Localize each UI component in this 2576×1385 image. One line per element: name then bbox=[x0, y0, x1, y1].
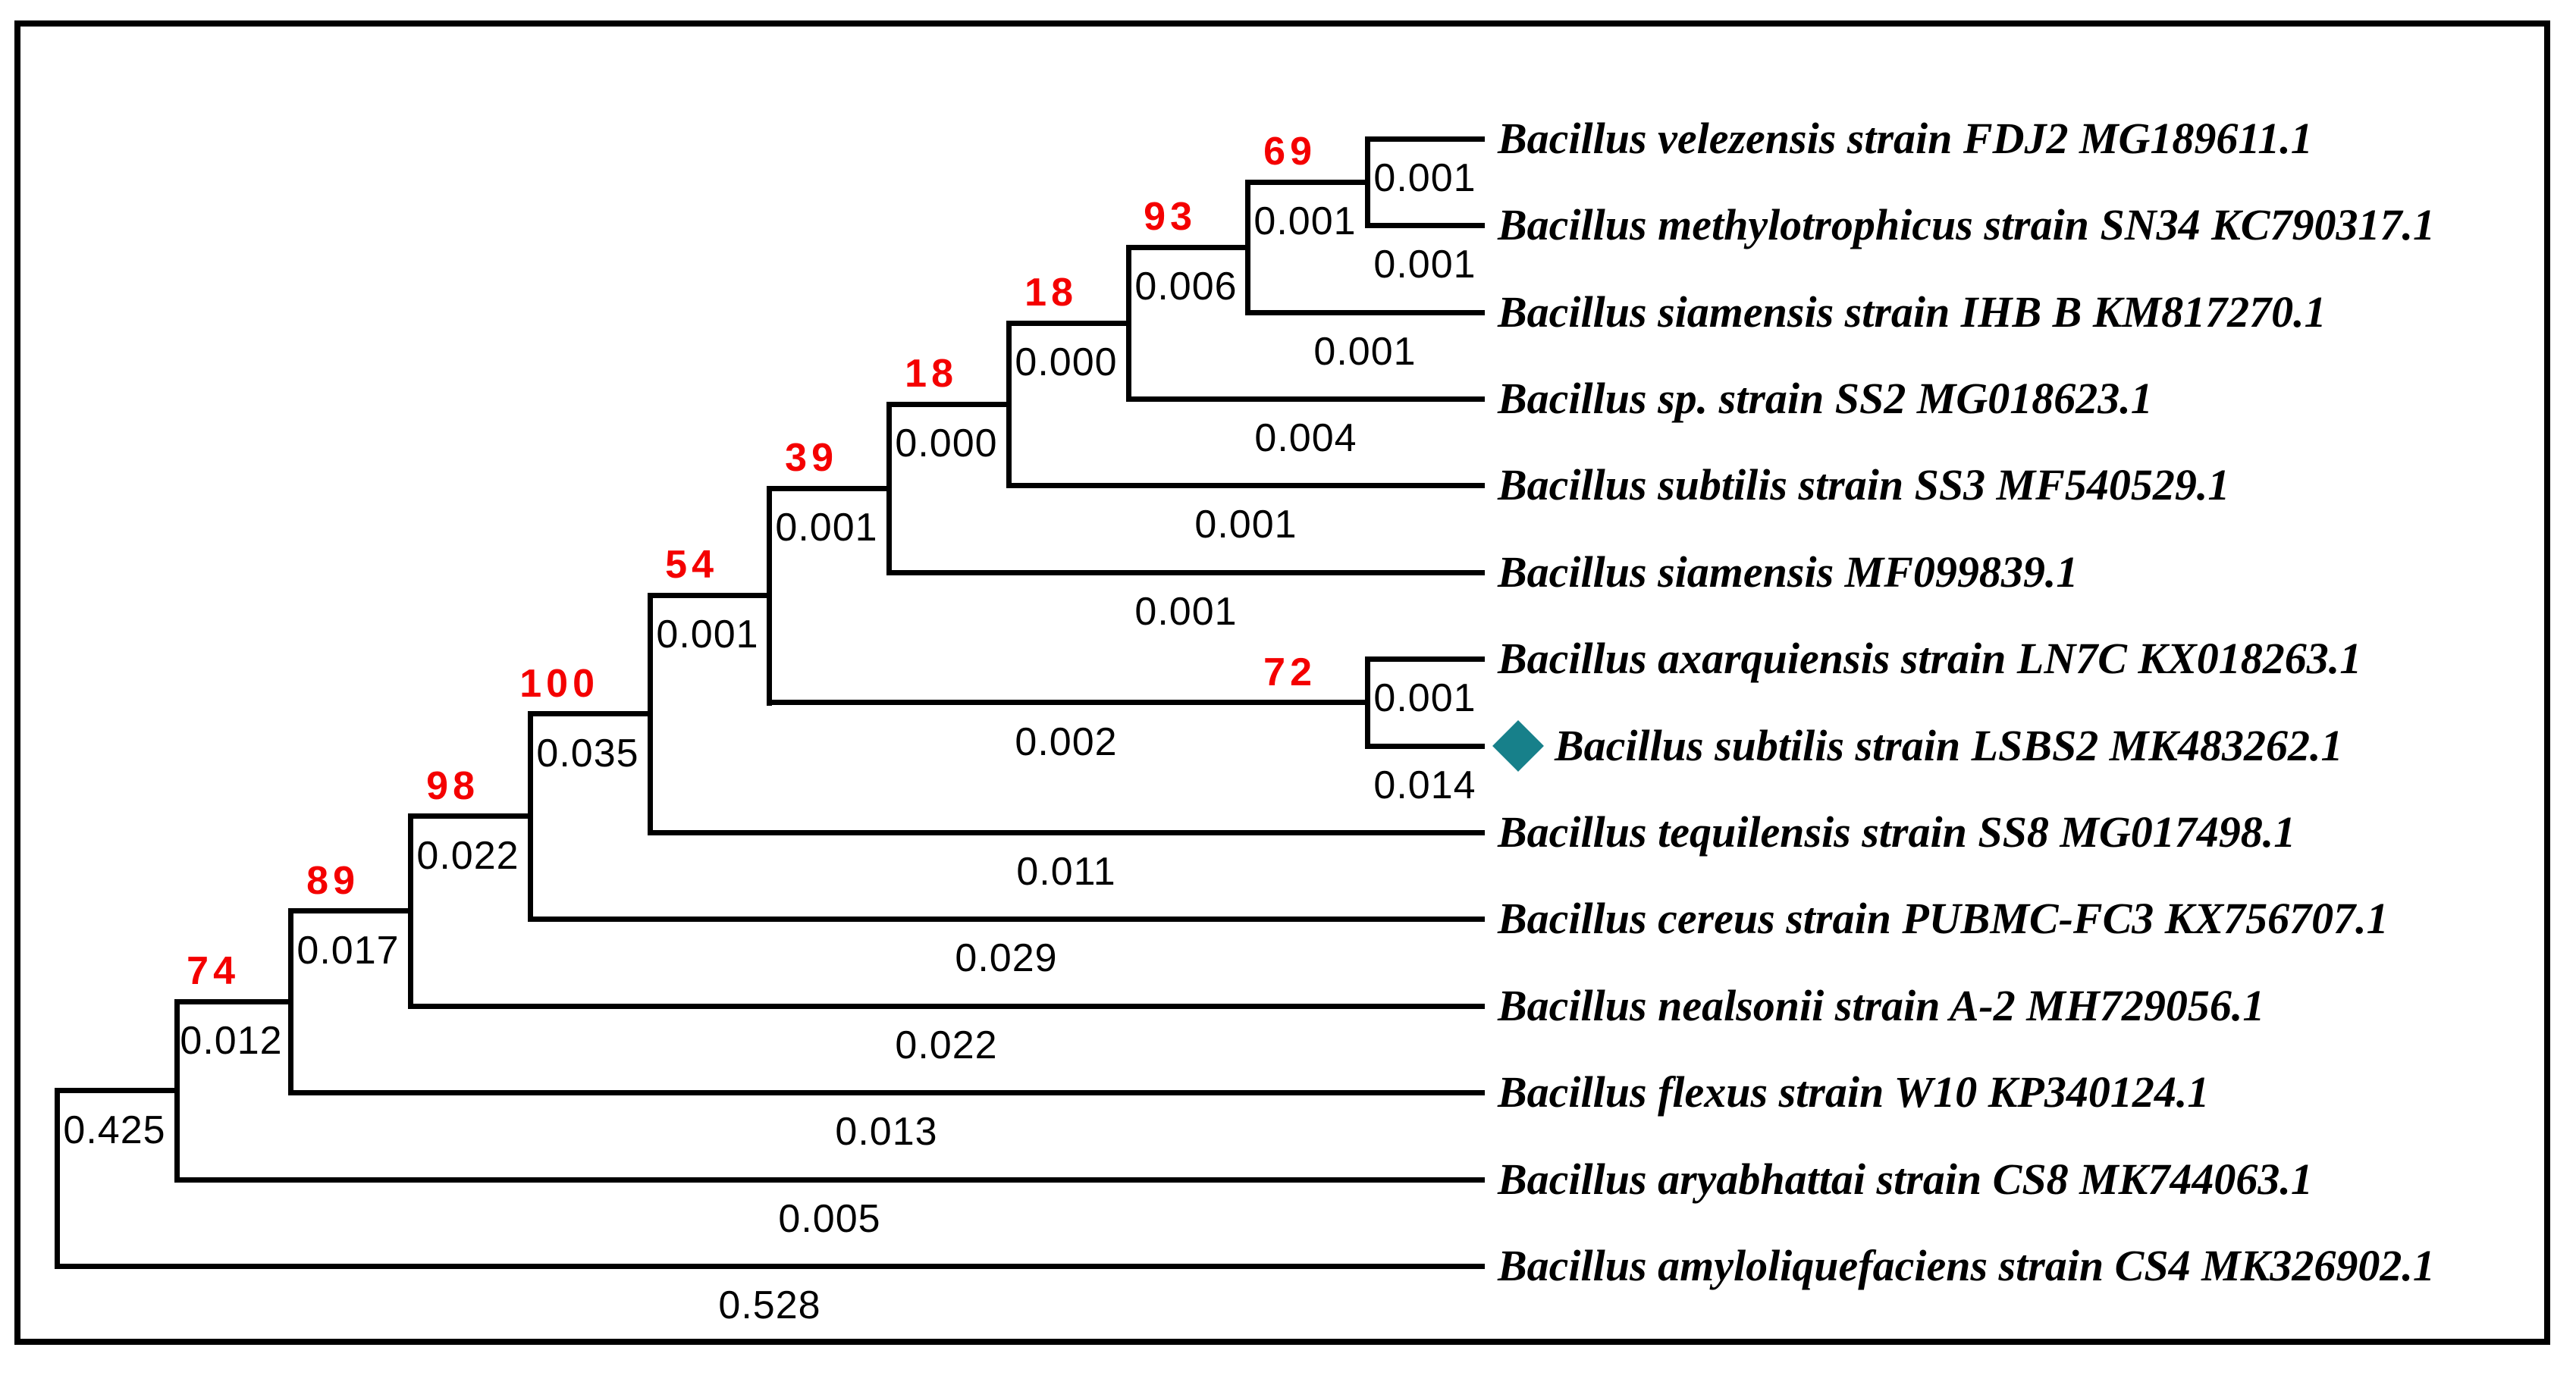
taxon-label: Bacillus velezensis strain FDJ2 MG189611… bbox=[1498, 114, 2313, 163]
branch-line bbox=[174, 1177, 1485, 1183]
bootstrap-value-label: 98 bbox=[426, 764, 479, 808]
bootstrap-value-label: 54 bbox=[665, 543, 718, 587]
taxon-label: Bacillus flexus strain W10 KP340124.1 bbox=[1498, 1067, 2210, 1117]
branch-length-label: 0.022 bbox=[895, 1023, 998, 1067]
node-connector-line bbox=[767, 486, 772, 706]
branch-line bbox=[288, 1090, 1485, 1095]
branch-line bbox=[767, 700, 1370, 705]
taxon-label: Bacillus subtilis strain LSBS2 MK483262.… bbox=[1555, 721, 2343, 770]
branch-length-label: 0.001 bbox=[1313, 330, 1417, 374]
taxon-label: Bacillus sp. strain SS2 MG018623.1 bbox=[1498, 374, 2153, 423]
branch-line bbox=[886, 402, 1012, 407]
branch-length-label: 0.001 bbox=[1373, 676, 1476, 720]
branch-length-label: 0.011 bbox=[1016, 850, 1116, 894]
branch-line bbox=[288, 908, 413, 913]
node-connector-line bbox=[1365, 656, 1370, 749]
branch-line bbox=[55, 1264, 1485, 1269]
branch-line bbox=[1126, 396, 1485, 402]
taxon-label: Bacillus amyloliquefaciens strain CS4 MK… bbox=[1498, 1241, 2435, 1290]
branch-length-label: 0.002 bbox=[1015, 720, 1118, 764]
taxon-label: Bacillus siamensis MF099839.1 bbox=[1498, 547, 2079, 597]
branch-line bbox=[1245, 180, 1370, 185]
bootstrap-value-label: 89 bbox=[306, 859, 359, 903]
node-connector-line bbox=[528, 711, 533, 921]
branch-line bbox=[1365, 656, 1485, 662]
branch-line bbox=[1126, 245, 1250, 250]
node-connector-line bbox=[408, 813, 413, 1008]
bootstrap-value-label: 100 bbox=[519, 662, 599, 706]
node-connector-line bbox=[648, 593, 653, 835]
branch-line bbox=[408, 1004, 1485, 1009]
node-connector-line bbox=[886, 402, 892, 575]
branch-length-label: 0.005 bbox=[778, 1197, 881, 1241]
branch-line bbox=[174, 999, 293, 1004]
branch-line bbox=[886, 570, 1485, 575]
branch-line bbox=[1365, 136, 1485, 142]
branch-line bbox=[1245, 310, 1485, 315]
bootstrap-value-label: 39 bbox=[785, 436, 838, 480]
node-connector-line bbox=[1245, 180, 1250, 315]
taxon-label: Bacillus methylotrophicus strain SN34 KC… bbox=[1498, 200, 2435, 249]
branch-length-label: 0.528 bbox=[718, 1283, 821, 1327]
bootstrap-value-label: 93 bbox=[1144, 195, 1197, 239]
bootstrap-value-label: 74 bbox=[187, 949, 240, 993]
branch-length-label: 0.013 bbox=[835, 1110, 938, 1154]
bootstrap-value-label: 18 bbox=[1024, 271, 1078, 315]
branch-length-label: 0.001 bbox=[1134, 590, 1238, 634]
node-connector-line bbox=[174, 999, 180, 1183]
branch-line bbox=[1006, 321, 1131, 326]
bootstrap-value-label: 72 bbox=[1263, 650, 1316, 694]
branch-length-label: 0.000 bbox=[1015, 340, 1118, 384]
branch-length-label: 0.001 bbox=[1373, 243, 1476, 287]
taxon-label: Bacillus tequilensis strain SS8 MG017498… bbox=[1498, 807, 2296, 857]
bootstrap-value-label: 69 bbox=[1263, 130, 1316, 174]
taxon-label: Bacillus cereus strain PUBMC-FC3 KX75670… bbox=[1498, 894, 2389, 943]
branch-length-label: 0.001 bbox=[1373, 156, 1476, 200]
branch-length-label: 0.001 bbox=[1253, 199, 1357, 243]
node-connector-line bbox=[1126, 245, 1131, 402]
branch-length-label: 0.014 bbox=[1373, 763, 1476, 807]
branch-line bbox=[1365, 744, 1485, 749]
branch-length-label: 0.004 bbox=[1254, 416, 1357, 460]
branch-line bbox=[767, 486, 892, 491]
branch-length-label: 0.022 bbox=[416, 834, 519, 878]
taxon-label: Bacillus siamensis strain IHB B KM817270… bbox=[1498, 287, 2327, 337]
branch-length-label: 0.425 bbox=[63, 1108, 166, 1152]
branch-line bbox=[528, 917, 1485, 922]
taxon-label: Bacillus nealsonii strain A-2 MH729056.1 bbox=[1498, 981, 2265, 1030]
branch-length-label: 0.000 bbox=[895, 421, 998, 465]
branch-length-label: 0.001 bbox=[1194, 503, 1297, 547]
taxon-label: Bacillus axarquiensis strain LN7C KX0182… bbox=[1498, 634, 2362, 683]
branch-line bbox=[648, 593, 772, 598]
branch-line bbox=[55, 1088, 180, 1093]
branch-line bbox=[408, 813, 533, 819]
node-connector-line bbox=[1365, 136, 1370, 228]
branch-line bbox=[1006, 483, 1485, 488]
node-connector-line bbox=[288, 908, 293, 1095]
branch-line bbox=[648, 830, 1485, 835]
branch-length-label: 0.035 bbox=[536, 732, 639, 776]
branch-line bbox=[1365, 223, 1485, 228]
taxon-label: Bacillus subtilis strain SS3 MF540529.1 bbox=[1498, 460, 2230, 509]
taxon-label: Bacillus aryabhattai strain CS8 MK744063… bbox=[1498, 1155, 2313, 1204]
branch-line bbox=[528, 711, 653, 716]
node-connector-line bbox=[55, 1088, 60, 1268]
branch-length-label: 0.001 bbox=[775, 506, 878, 550]
branch-length-label: 0.017 bbox=[297, 929, 400, 973]
branch-length-label: 0.029 bbox=[955, 936, 1058, 980]
branch-length-label: 0.001 bbox=[656, 613, 759, 656]
figure-border bbox=[14, 20, 2550, 1345]
bootstrap-value-label: 18 bbox=[905, 352, 958, 396]
branch-length-label: 0.012 bbox=[180, 1019, 283, 1063]
branch-length-label: 0.006 bbox=[1134, 265, 1238, 309]
node-connector-line bbox=[1006, 321, 1012, 488]
